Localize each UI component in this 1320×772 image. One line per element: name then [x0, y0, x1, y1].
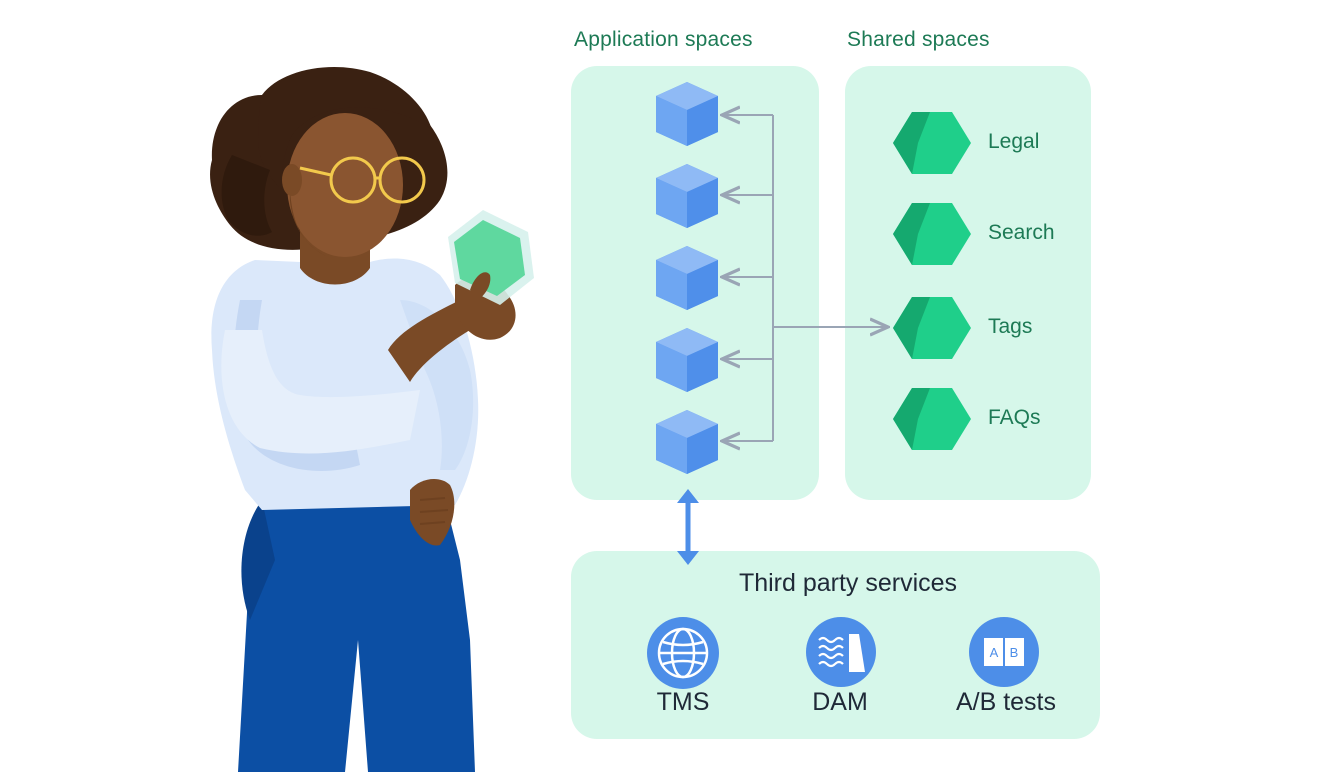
shared-item-label: Search: [988, 221, 1055, 244]
shared-item-label: Tags: [988, 315, 1033, 338]
cube-icon[interactable]: [652, 326, 722, 394]
ab-letter-a: A: [990, 645, 999, 660]
service-label: TMS: [656, 688, 710, 716]
cube-icon[interactable]: [652, 408, 722, 476]
woman-illustration: [210, 66, 534, 772]
waves-icon: [806, 617, 876, 687]
service-ab-tests[interactable]: A B A/B tests: [926, 616, 1086, 720]
cube-icon[interactable]: [652, 244, 722, 312]
shared-item-search[interactable]: Search: [890, 201, 1070, 267]
cube-icon[interactable]: [652, 162, 722, 230]
shared-item-tags[interactable]: Tags: [890, 295, 1070, 361]
service-label: DAM: [812, 688, 868, 716]
cube-icon[interactable]: [652, 80, 722, 148]
ab-split-icon: A B: [969, 617, 1039, 687]
hexagon-icon: [893, 297, 971, 359]
shared-item-label: FAQs: [988, 406, 1041, 429]
held-hexagon-icon: [454, 220, 525, 296]
bidirectional-arrow-icon: [677, 489, 699, 565]
shared-item-faqs[interactable]: FAQs: [890, 386, 1070, 452]
shared-spaces-heading: Shared spaces: [847, 28, 990, 51]
shared-item-legal[interactable]: Legal: [890, 110, 1070, 176]
application-spaces-heading: Application spaces: [574, 28, 753, 51]
globe-icon: [647, 617, 719, 689]
hexagon-icon: [893, 203, 971, 265]
service-dam[interactable]: DAM: [760, 616, 920, 720]
ab-letter-b: B: [1010, 645, 1019, 660]
shared-item-label: Legal: [988, 130, 1040, 153]
service-label: A/B tests: [955, 688, 1057, 716]
service-tms[interactable]: TMS: [603, 616, 763, 720]
third-party-services-heading: Third party services: [738, 569, 958, 597]
hexagon-icon: [893, 112, 971, 174]
hexagon-icon: [893, 388, 971, 450]
